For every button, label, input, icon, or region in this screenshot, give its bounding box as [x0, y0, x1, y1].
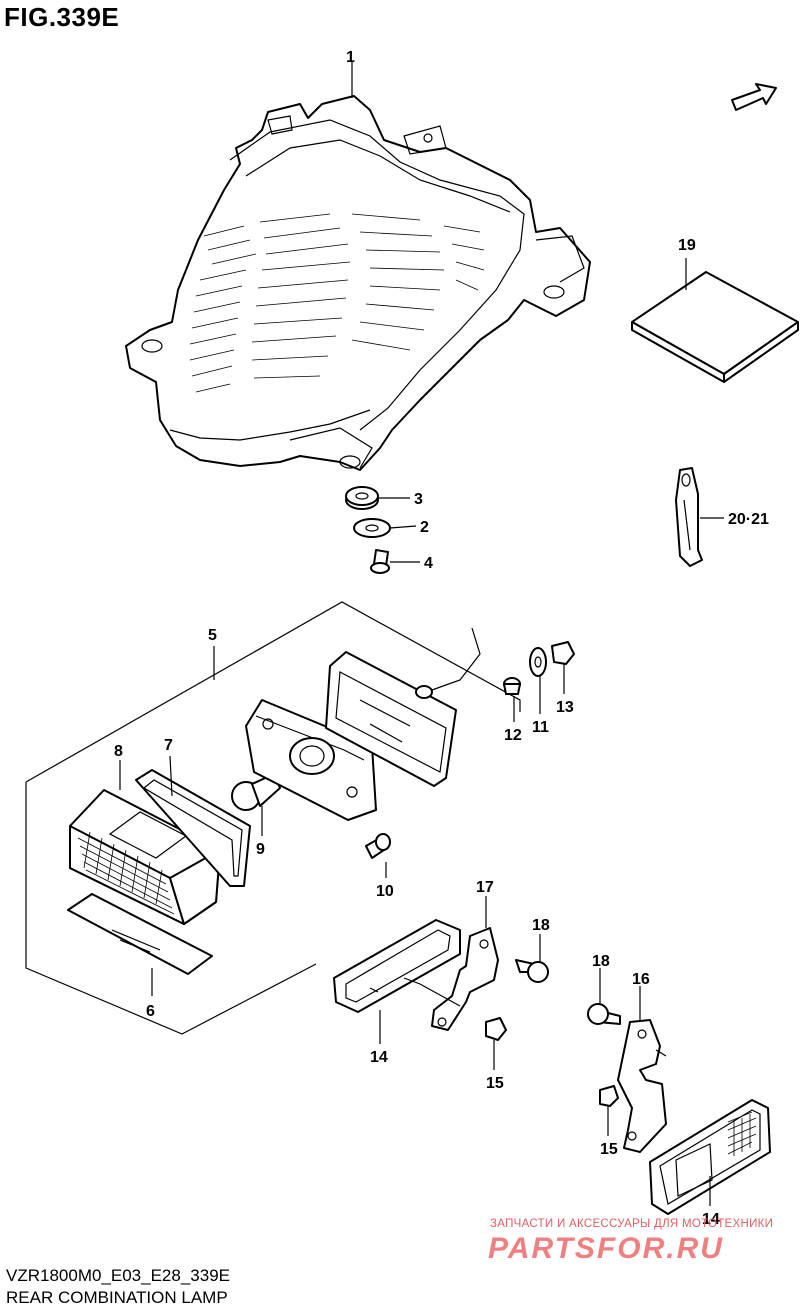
- callout-11: 11: [532, 719, 549, 736]
- part-7-gasket: [135, 769, 251, 887]
- figure-title: FIG.339E: [4, 2, 120, 32]
- part-18-bolt-upper: [515, 959, 549, 983]
- part-10-screw: [365, 833, 391, 859]
- part-6-lens-plate: [67, 893, 213, 975]
- callout-20-21: 20·21: [728, 511, 769, 528]
- callout-5: 5: [208, 627, 217, 644]
- callout-14-right: 14: [702, 1211, 720, 1228]
- assembly-5-boundary: [25, 601, 521, 783]
- callout-7: 7: [164, 737, 173, 754]
- diagram-name: REAR COMBINATION LAMP: [6, 1288, 228, 1307]
- part-19-pad: [631, 271, 799, 383]
- part-18-bolt-lower: [587, 1003, 621, 1025]
- callout-14-left: 14: [370, 1049, 388, 1066]
- watermark-tagline: ЗАПЧАСТИ И АКСЕССУАРЫ ДЛЯ МОТОТЕХНИКИ: [490, 1218, 774, 1230]
- part-3-grommet: [345, 486, 379, 510]
- front-direction-arrow-icon: [731, 83, 777, 111]
- callout-15-upper: 15: [486, 1075, 504, 1092]
- part-15-nut-upper: [485, 1017, 507, 1041]
- part-20-21-band: [675, 467, 703, 567]
- callout-8: 8: [114, 743, 123, 760]
- part-1-tail-lamp-assembly: [125, 95, 591, 471]
- part-5-lamp-base: [245, 699, 397, 821]
- part-4-screw: [370, 549, 390, 574]
- callout-18-upper: 18: [532, 917, 550, 934]
- callout-9: 9: [256, 841, 265, 858]
- assembly-5-boundary-lower: [25, 782, 317, 1035]
- callout-2: 2: [420, 519, 429, 536]
- callout-16: 16: [632, 971, 650, 988]
- part-11-washer: [529, 647, 547, 677]
- part-15-nut-lower: [599, 1085, 619, 1107]
- part-13-nut: [551, 641, 575, 665]
- callout-17: 17: [476, 879, 494, 896]
- callout-4: 4: [424, 555, 433, 572]
- callout-18-lower: 18: [592, 953, 610, 970]
- callout-19: 19: [678, 237, 696, 254]
- part-14-reflector-right: [649, 1099, 771, 1215]
- callout-leaders: [119, 62, 724, 1206]
- callout-6: 6: [146, 1003, 155, 1020]
- part-14-reflector-left: [333, 919, 461, 1013]
- part-12-collar: [503, 677, 521, 695]
- watermark-brand-logo: PARTSFOR.RU: [488, 1232, 724, 1265]
- part-2-washer: [353, 518, 391, 538]
- part-16-bracket: [617, 1019, 667, 1153]
- callout-15-lower: 15: [600, 1141, 618, 1158]
- diagram-code: VZR1800M0_E03_E28_339E: [6, 1266, 230, 1285]
- callout-13: 13: [556, 699, 574, 716]
- part-17-bracket: [403, 927, 499, 1031]
- callout-1: 1: [346, 49, 355, 66]
- callout-12: 12: [504, 727, 522, 744]
- part-5-mounting-plate: [325, 627, 481, 787]
- callout-10: 10: [376, 883, 394, 900]
- callout-3: 3: [414, 491, 423, 508]
